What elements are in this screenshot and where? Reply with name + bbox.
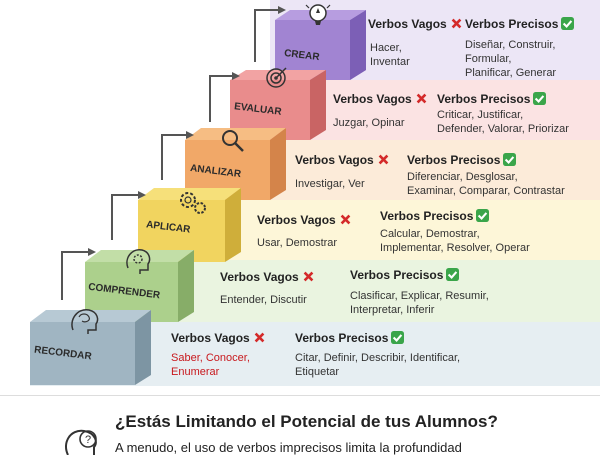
precise-item: Interpretar, Inferir: [350, 304, 435, 316]
precise-list-crear: Diseñar, Construir, Formular, Planificar…: [465, 38, 556, 80]
precise-heading-comprender: Verbos Precisos: [350, 268, 460, 282]
vague-item: Enumerar: [171, 366, 220, 378]
vague-list-comprender: Entender, Discutir: [220, 293, 307, 307]
precise-list-analizar: Diferenciar, Desglosar, Examinar, Compar…: [407, 170, 565, 198]
vague-heading-analizar: Verbos Vagos: [295, 153, 390, 167]
check-mark-icon: [503, 153, 517, 166]
staircase: [30, 4, 366, 385]
precise-item: Citar, Definir, Describir, Identificar,: [295, 352, 461, 364]
vague-item: Entender, Discutir: [220, 294, 307, 306]
vague-list-recordar: Saber, Conocer, Enumerar: [171, 351, 250, 379]
precise-item: Defender, Valorar, Priorizar: [437, 123, 569, 135]
vague-list-aplicar: Usar, Demostrar: [257, 236, 337, 250]
precise-list-evaluar: Criticar, Justificar, Defender, Valorar,…: [437, 108, 569, 136]
vague-item: Juzgar, Opinar: [333, 117, 405, 129]
precise-list-comprender: Clasificar, Explicar, Resumir, Interpret…: [350, 289, 489, 317]
precise-heading-analizar: Verbos Precisos: [407, 153, 517, 167]
vague-heading-aplicar: Verbos Vagos: [257, 213, 352, 227]
footer-title: ¿Estás Limitando el Potencial de tus Alu…: [115, 412, 498, 431]
step-comprender: [85, 250, 194, 322]
check-mark-icon: [561, 17, 575, 30]
vague-list-crear: Hacer, Inventar: [370, 41, 410, 69]
cross-mark-icon: [378, 154, 389, 165]
precise-item: Calcular, Demostrar,: [380, 228, 480, 240]
head-question-icon: ?: [65, 429, 97, 455]
vague-heading-recordar: Verbos Vagos: [171, 331, 266, 345]
vague-item: Hacer,: [370, 42, 402, 54]
check-mark-icon: [446, 268, 460, 281]
footer-subtitle: A menudo, el uso de verbos imprecisos li…: [115, 440, 462, 455]
brain-icon: [71, 309, 99, 334]
precise-heading-crear: Verbos Precisos: [465, 17, 575, 31]
step-recordar: [30, 310, 151, 385]
precise-item: Examinar, Comparar, Contrastar: [407, 185, 565, 197]
check-mark-icon: [476, 209, 490, 222]
precise-list-recordar: Citar, Definir, Describir, Identificar, …: [295, 351, 460, 379]
svg-text:?: ?: [85, 434, 91, 446]
vague-heading-comprender: Verbos Vagos: [220, 270, 315, 284]
step-aplicar: [138, 188, 241, 262]
precise-item: Criticar, Justificar,: [437, 109, 524, 121]
cross-mark-icon: [451, 18, 462, 29]
precise-item: Diseñar, Construir,: [465, 39, 556, 51]
target-icon: [266, 67, 287, 88]
cross-mark-icon: [303, 271, 314, 282]
precise-heading-recordar: Verbos Precisos: [295, 331, 405, 345]
precise-heading-aplicar: Verbos Precisos: [380, 209, 490, 223]
vague-list-analizar: Investigar, Ver: [295, 177, 365, 191]
precise-item: Implementar, Resolver, Operar: [380, 242, 530, 254]
head-gear-icon: [126, 249, 151, 274]
check-mark-icon: [533, 92, 547, 105]
vague-list-evaluar: Juzgar, Opinar: [333, 116, 405, 130]
precise-item: Formular,: [465, 53, 512, 65]
vague-heading-crear: Verbos Vagos: [368, 17, 463, 31]
cross-mark-icon: [416, 93, 427, 104]
precise-list-aplicar: Calcular, Demostrar, Implementar, Resolv…: [380, 227, 530, 255]
stair-arrows: [61, 9, 278, 300]
vague-item: Usar, Demostrar: [257, 237, 338, 249]
vague-item: Inventar: [370, 56, 410, 68]
rocket-lightbulb-icon: [305, 4, 331, 25]
precise-heading-evaluar: Verbos Precisos: [437, 92, 547, 106]
precise-item: Planificar, Generar: [465, 67, 557, 79]
footer-divider: [0, 395, 600, 396]
cross-mark-icon: [340, 214, 351, 225]
vague-item: Investigar, Ver: [295, 178, 365, 190]
magnifier-icon: [222, 130, 244, 152]
precise-item: Clasificar, Explicar, Resumir,: [350, 290, 489, 302]
vague-item: Saber, Conocer,: [171, 352, 250, 364]
precise-item: Etiquetar: [295, 366, 340, 378]
cross-mark-icon: [254, 332, 265, 343]
gears-icon: [180, 192, 206, 214]
step-analizar: [185, 128, 286, 200]
vague-heading-evaluar: Verbos Vagos: [333, 92, 428, 106]
precise-item: Diferenciar, Desglosar,: [407, 171, 518, 183]
check-mark-icon: [391, 331, 405, 344]
